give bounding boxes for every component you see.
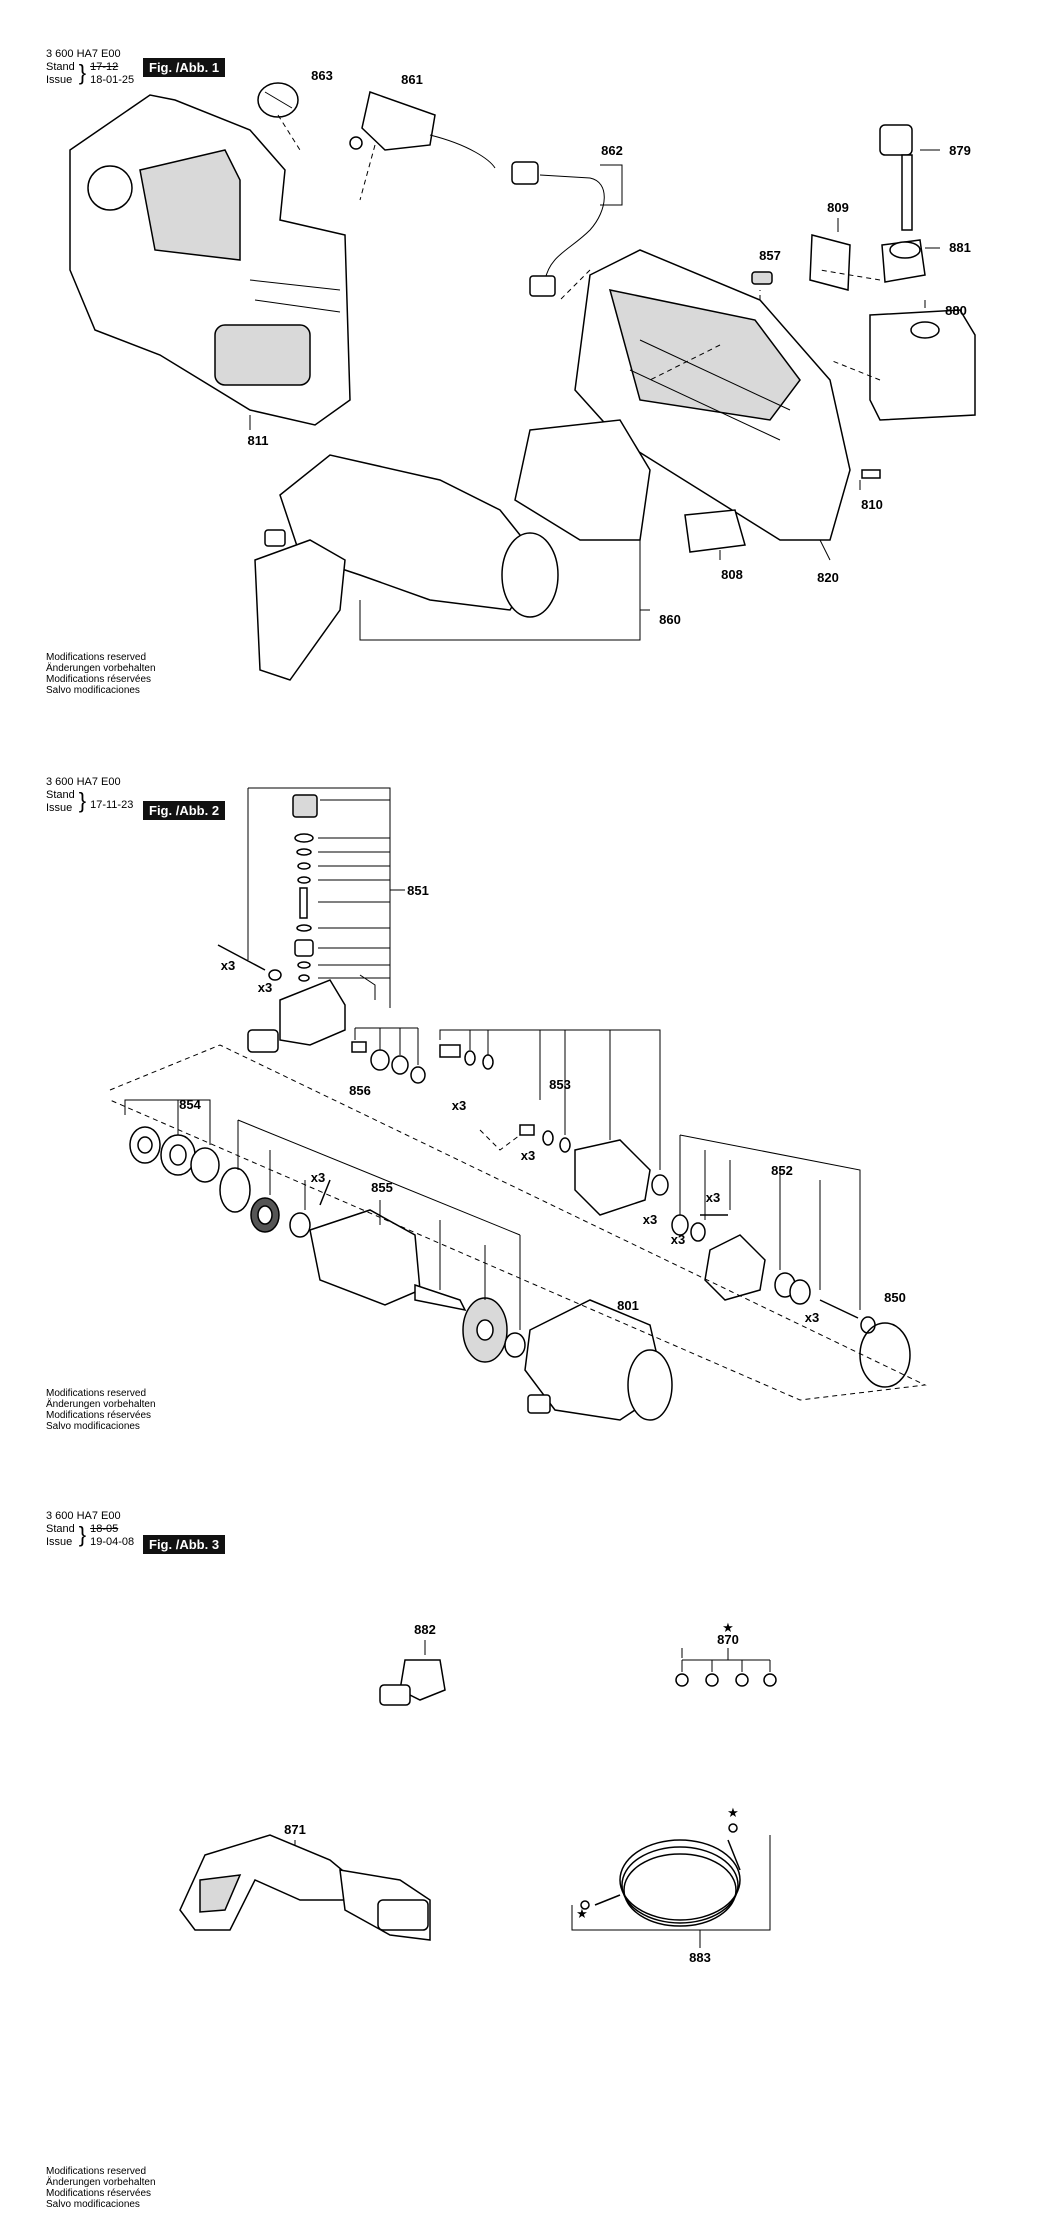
part-label-852: 852: [771, 1163, 793, 1178]
part-label-809: 809: [827, 200, 849, 215]
part-label-853: 853: [549, 1077, 571, 1092]
issue-date: 17-11-23: [90, 798, 134, 811]
oring-850-shape: [859, 1322, 911, 1388]
part-label-862: 862: [601, 143, 623, 158]
part-label-860: 860: [659, 612, 681, 627]
star-marker: ★: [576, 1906, 588, 1921]
screw-810-shape: [861, 469, 881, 479]
issue-date: 19-04-08: [90, 1536, 135, 1548]
figure-label: Fig. /Abb. 1: [143, 58, 226, 77]
part-label-863: 863: [311, 68, 333, 83]
part-857-shape: [751, 271, 773, 285]
figure-label: Fig. /Abb. 2: [143, 801, 226, 820]
fig3-header: 3 600 HA7 E00 Stand Issue } 18-05 19-04-…: [46, 1510, 135, 1548]
part-label-855: 855: [371, 1180, 393, 1195]
stand-date: 17-12: [90, 61, 119, 73]
cap-shape: [257, 82, 299, 118]
part-label-851: 851: [407, 883, 429, 898]
issue-label: Issue: [46, 74, 73, 86]
part-881-shape: [881, 239, 926, 283]
figure-label: Fig. /Abb. 3: [143, 1535, 226, 1554]
part-label-879: 879: [949, 143, 971, 158]
switch-shape: [349, 91, 496, 169]
fig1-leader-lines: [249, 114, 940, 641]
part-label-870: 870: [717, 1632, 739, 1647]
part-label-808: 808: [721, 567, 743, 582]
adapter-882-shape: [379, 1640, 446, 1706]
part-label-882: 882: [414, 1622, 436, 1637]
cable-shape: [511, 161, 605, 297]
motor-801-shape: [524, 1299, 673, 1421]
modifications-note: Modifications reserved Änderungen vorbeh…: [46, 1388, 156, 1432]
issue-label: Issue: [46, 802, 73, 814]
qty-label: x3: [310, 1170, 326, 1185]
qty-label: x3: [451, 1098, 467, 1113]
label-809-shape: [809, 234, 851, 291]
spray-gun-871-shape: [179, 1834, 431, 1941]
part-label-857: 857: [759, 248, 781, 263]
issue-label: Issue: [46, 1536, 73, 1548]
part-label-850: 850: [884, 1290, 906, 1305]
modifications-note: Modifications reserved Änderungen vorbeh…: [46, 2166, 156, 2210]
qty-label: x3: [257, 980, 273, 995]
stand-label: Stand: [46, 1523, 75, 1535]
issue-date: 18-01-25: [90, 74, 135, 86]
qty-label: x3: [520, 1148, 536, 1163]
part-label-880: 880: [945, 303, 967, 318]
part-label-881: 881: [949, 240, 971, 255]
stand-label: Stand: [46, 789, 75, 801]
valve-stack-851-shape: [247, 787, 405, 1008]
doc-number: 3 600 HA7 E00: [46, 776, 121, 788]
modifications-note: Modifications reserved Änderungen vorbeh…: [46, 652, 156, 696]
doc-number: 3 600 HA7 E00: [46, 1510, 121, 1522]
qty-label: x3: [642, 1212, 658, 1227]
star-marker: ★: [727, 1805, 739, 1820]
part-label-856: 856: [349, 1083, 371, 1098]
stand-label: Stand: [46, 61, 75, 73]
pump-head-shape: [217, 944, 376, 1053]
part-label-820: 820: [817, 570, 839, 585]
motor-assembly-860-shape: [254, 419, 651, 681]
star-marker: ★: [722, 1620, 734, 1635]
part-855-shape: [219, 1119, 526, 1363]
front-housing-shape: [69, 94, 351, 426]
qty-label: x3: [220, 958, 236, 973]
part-label-810: 810: [861, 497, 883, 512]
part-label-871: 871: [284, 1822, 306, 1837]
part-854-shape: [124, 1099, 220, 1183]
label-808-shape: [684, 509, 746, 553]
tank-880-shape: [869, 309, 976, 421]
part-label-861: 861: [401, 72, 423, 87]
hose-883-shape: [571, 1823, 771, 1948]
part-label-811: 811: [247, 433, 269, 448]
part-label-801: 801: [617, 1298, 639, 1313]
qty-label: x3: [804, 1310, 820, 1325]
qty-label: x3: [670, 1232, 686, 1247]
part-label-854: 854: [179, 1097, 201, 1112]
part-853-shape: [439, 1029, 669, 1216]
part-879-shape: [879, 124, 913, 231]
fig2-header: 3 600 HA7 E00 Stand Issue } 17-11-23: [46, 776, 134, 814]
part-856-shape: [351, 1027, 426, 1084]
part-852-shape: [671, 1134, 876, 1334]
doc-number: 3 600 HA7 E00: [46, 48, 121, 60]
fig2-boundary: [109, 1044, 927, 1401]
orings-870-shape: [675, 1648, 777, 1687]
part-label-883: 883: [689, 1950, 711, 1965]
stand-date: 18-05: [90, 1523, 119, 1535]
rear-housing-shape: [574, 249, 851, 541]
qty-label: x3: [705, 1190, 721, 1205]
fig1-header: 3 600 HA7 E00 Stand Issue } 17-12 18-01-…: [46, 48, 135, 86]
